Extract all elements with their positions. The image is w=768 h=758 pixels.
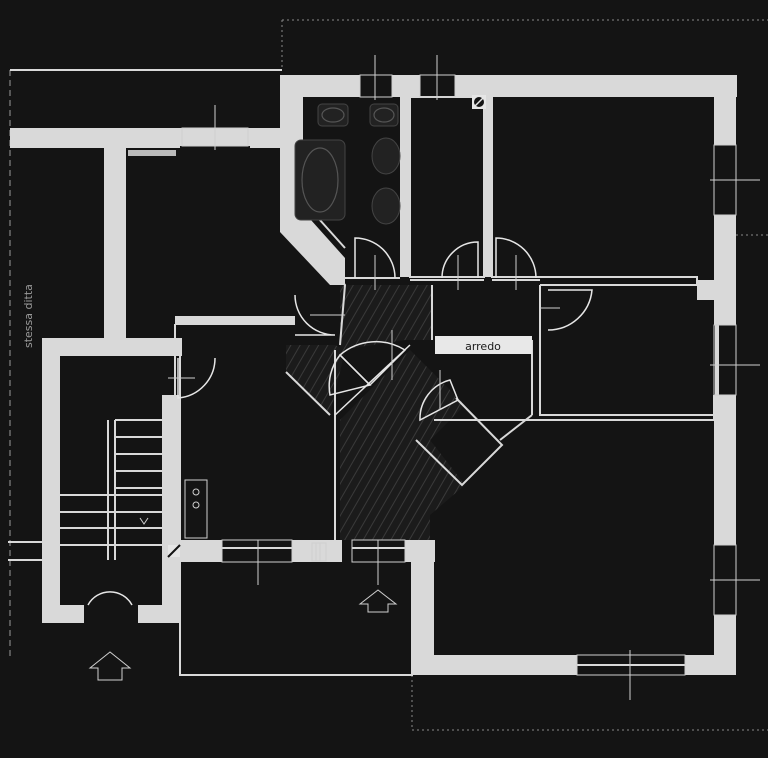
hatched-floor (286, 285, 465, 540)
furniture-label-box (435, 336, 532, 354)
side-label: stessa ditta (22, 284, 35, 348)
doors (87, 237, 593, 606)
windows (181, 55, 760, 700)
entrance-arrows (88, 589, 398, 681)
property-boundary (9, 19, 768, 731)
furniture-label: arredo (465, 340, 501, 353)
bathroom-fixtures (128, 103, 401, 225)
interior-lines (8, 69, 715, 676)
walls (10, 75, 737, 675)
staircase (60, 419, 162, 560)
kitchen-items (167, 95, 486, 562)
